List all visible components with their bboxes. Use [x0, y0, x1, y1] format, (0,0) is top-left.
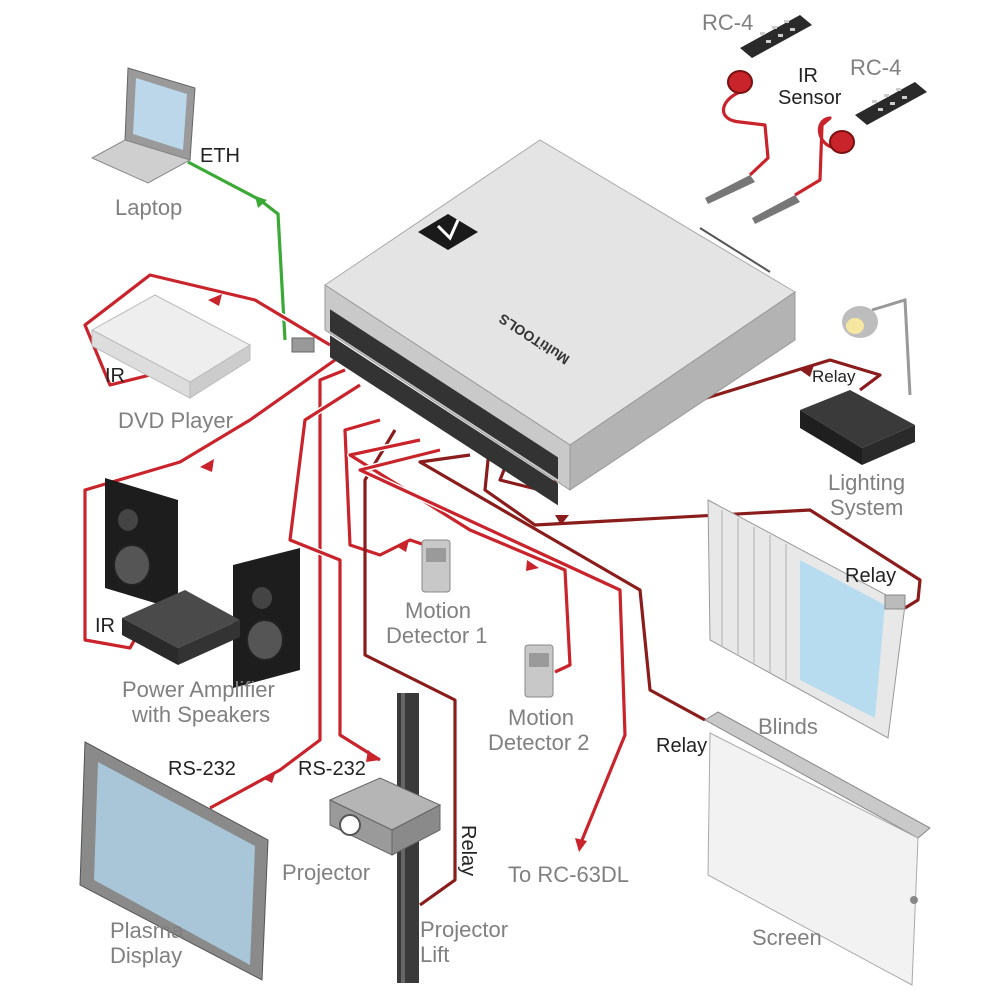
plasma-display-icon [79, 741, 269, 981]
label-ir-dvd: IR [105, 365, 125, 387]
eth-arrow-icon [255, 196, 267, 208]
dvd-player-icon [90, 294, 252, 399]
projector-icon [328, 777, 442, 856]
label-plasma-2: Display [110, 943, 182, 968]
label-eth: ETH [200, 145, 240, 167]
lamp-icon [842, 298, 912, 396]
label-relay-screen: Relay [656, 735, 707, 757]
label-relay-lift: Relay [457, 825, 479, 876]
dvd-ir-cable [83, 273, 331, 387]
label-motion2-2: Detector 2 [488, 730, 590, 755]
projection-screen-icon [704, 711, 931, 986]
label-lift-2: Lift [420, 942, 449, 967]
cables [82, 90, 922, 907]
projector-rs232-cable [288, 383, 381, 762]
label-amp-2: with Speakers [131, 702, 270, 727]
label-rc4-a: RC-4 [702, 10, 753, 35]
label-ir-sensor-1: IR [798, 65, 818, 87]
label-motion1-2: Detector 1 [386, 623, 488, 648]
lighting-arrow-icon [800, 365, 814, 377]
speaker-icon [105, 478, 178, 610]
port-block [330, 309, 558, 506]
label-screen: Screen [752, 925, 822, 950]
projector-arrow-icon [366, 750, 380, 762]
motion1-arrow-icon [396, 540, 409, 552]
motion-detector-icon [524, 644, 554, 698]
lighting-system-box [800, 390, 915, 465]
label-blinds: Blinds [758, 714, 818, 739]
label-laptop: Laptop [115, 195, 182, 220]
label-relay-lighting: Relay [812, 367, 856, 386]
motion2-cable [348, 438, 572, 674]
label-amp-1: Power Amplifier [122, 677, 275, 702]
label-projector: Projector [282, 860, 370, 885]
motion2-arrow-icon [526, 560, 539, 571]
ir-sensor-cable-2 [794, 116, 841, 197]
label-ir-sensor-2: Sensor [778, 87, 842, 109]
label-ir-amp: IR [95, 615, 115, 637]
eth-cable [187, 160, 287, 341]
ir-sensor-icon [705, 70, 855, 224]
label-rc4-b: RC-4 [850, 55, 901, 80]
label-motion1-1: Motion [405, 598, 471, 623]
label-lighting-1: Lighting [828, 470, 905, 495]
laptop-icon [90, 67, 196, 184]
plasma-arrow-icon [262, 771, 276, 783]
amp-arrow-icon [200, 459, 214, 472]
label-relay-blinds: Relay [845, 565, 896, 587]
label-motion2-1: Motion [508, 705, 574, 730]
ir-sensor-cable-1 [721, 90, 770, 177]
amplifier-icon [122, 590, 240, 665]
blinds-icon [707, 499, 906, 739]
labels: RC-4 RC-4 IR Sensor ETH Laptop IR DVD Pl… [95, 10, 905, 968]
central-control-unit: MultiTOOLS [291, 139, 796, 506]
speaker-icon [233, 548, 300, 688]
label-rs232-display: RS-232 [168, 758, 236, 780]
label-plasma-1: Plasma [110, 918, 184, 943]
remote-control-icon [740, 15, 812, 58]
label-lift-1: Projector [420, 917, 508, 942]
rc63dl-cable [358, 448, 627, 846]
label-lighting-2: System [830, 495, 903, 520]
dvd-arrow-icon [208, 294, 222, 306]
eth-port [291, 337, 315, 353]
remote-control-icon [855, 82, 927, 125]
label-rs232-projector: RS-232 [298, 758, 366, 780]
plasma-rs232-cable [209, 368, 346, 810]
blinds-relay-cable [483, 439, 922, 610]
rc63dl-arrow-icon [575, 838, 587, 852]
label-dvd-player: DVD Player [118, 408, 233, 433]
amp-ir-cable [83, 358, 336, 650]
blinds-arrow-icon [555, 515, 569, 525]
screen-relay-cable [418, 453, 706, 722]
kramer-logo-icon [418, 214, 478, 250]
label-to-rc63dl: To RC-63DL [508, 862, 629, 887]
motion-detector-icon [421, 539, 451, 593]
